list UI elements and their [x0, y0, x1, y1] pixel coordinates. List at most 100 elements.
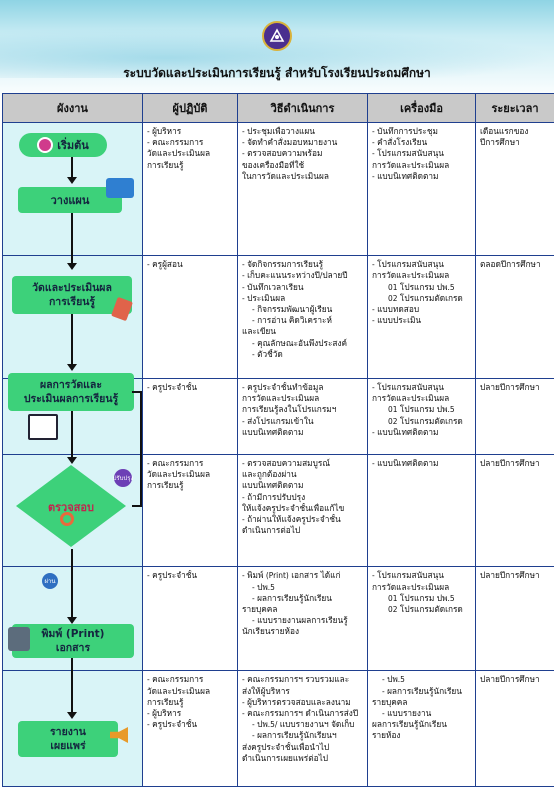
method-line: แบบนิเทศติดตาม	[242, 480, 304, 491]
method-cell: - ครูประจำชั้นทำข้อมูลการวัดและประเมินผล…	[237, 378, 368, 455]
time-line: ตลอดปีการศึกษา	[480, 259, 541, 270]
actor-cell: - ผู้บริหาร- คณะกรรมการวัดและประเมินผลกา…	[142, 121, 238, 257]
actor-line: การเรียนรู้	[147, 480, 184, 491]
method-line: รายบุคคล	[242, 603, 278, 614]
method-line: - ประเมินผล	[242, 292, 286, 303]
actor-line: การเรียนรู้	[147, 696, 184, 707]
header-flowchart: ผังงาน	[2, 93, 143, 123]
tools-line: การวัดและประเมินผล	[372, 270, 450, 281]
tools-line: - โปรแกรมสนับสนุน	[372, 259, 444, 270]
connector	[71, 658, 73, 714]
emblem-icon	[269, 28, 285, 42]
actor-cell: - คณะกรรมการวัดและประเมินผลการเรียนรู้	[142, 453, 238, 568]
method-line: - ปพ.5/ แบบรายงานฯ จัดเก็บ	[252, 719, 355, 730]
tools-line: - ปพ.5	[382, 674, 405, 685]
actor-line: - ครูผู้สอน	[147, 259, 183, 270]
tools-line: - แบบนิเทศติดตาม	[372, 170, 439, 181]
method-line: ส่งครูประจำชั้นเพื่อนำไป	[242, 741, 330, 752]
tools-line: - โปรแกรมสนับสนุน	[372, 148, 444, 159]
tools-line: - คำสั่งโรงเรียน	[372, 137, 428, 148]
method-line: การเรียนรู้ลงในโปรแกรมฯ	[242, 404, 337, 415]
tools-cell: - ปพ.5- ผลการเรียนรู้นักเรียนรายบุคคล- แ…	[367, 670, 476, 787]
flow-print-label-1: พิมพ์ (Print)	[41, 628, 105, 640]
tools-line: - บันทึกการประชุม	[372, 126, 438, 136]
method-line: - คุณลักษณะอันพึงประสงค์	[252, 337, 348, 348]
method-line: - ครูประจำชั้นทำข้อมูล	[242, 382, 324, 392]
flow-report: รายงาน เผยแพร่	[18, 721, 118, 757]
flow-start-label: เริ่มต้น	[57, 139, 89, 152]
board-chart-icon	[28, 414, 58, 440]
flow-result-label-2: ประเมินผลการเรียนรู้	[23, 393, 119, 405]
method-line: และถูกต้องผ่าน	[242, 469, 297, 480]
method-line: และเขียน	[242, 326, 276, 337]
actor-line: วัดและประเมินผล	[147, 685, 211, 696]
tools-cell: - บันทึกการประชุม- คำสั่งโรงเรียน- โปรแก…	[367, 121, 476, 257]
connector	[71, 157, 73, 179]
tools-line: - แบบประเมิน	[372, 315, 422, 326]
time-line: ปลายปีการศึกษา	[480, 382, 540, 392]
time-cell: ปลายปีการศึกษา	[475, 670, 554, 787]
flow-measure-label-2: การเรียนรู้	[48, 296, 96, 308]
pass-badge: ผ่าน	[42, 573, 58, 589]
method-line: - บันทึกเวลาเรียน	[242, 281, 304, 292]
connector	[71, 549, 73, 619]
flow-check-label: ตรวจสอบ	[48, 501, 94, 514]
header-method: วิธีดำเนินการ	[237, 93, 368, 123]
method-line: ของเครื่องมือที่ใช้	[242, 159, 305, 170]
time-cell: ปลายปีการศึกษา	[475, 378, 554, 455]
tools-line: 02 โปรแกรมตัดเกรด	[388, 415, 463, 426]
flow-report-label-2: เผยแพร่	[50, 740, 86, 752]
tools-line: การวัดและประเมินผล	[372, 393, 450, 404]
tools-line: รายบุคคล	[372, 696, 408, 707]
actor-cell: - ครูผู้สอน	[142, 255, 238, 379]
arrow	[67, 617, 77, 624]
time-line: ปีการศึกษา	[480, 137, 520, 148]
flow-print-label-2: เอกสาร	[55, 642, 91, 654]
method-line: ดำเนินการเผยแพร่ต่อไป	[242, 752, 329, 763]
method-line: - ตัวชี้วัด	[252, 348, 283, 359]
time-line: เดือนแรกของ	[480, 126, 529, 136]
time-line: ปลายปีการศึกษา	[480, 457, 540, 468]
connector	[71, 213, 73, 265]
flow-measure-label-1: วัดและประเมินผล	[32, 282, 112, 294]
method-line: - จัดทำคำสั่งมอบหมายงาน	[242, 137, 338, 148]
tools-line: การวัดและประเมินผล	[372, 581, 450, 592]
method-line: - พิมพ์ (Print) เอกสาร ได้แก่	[242, 570, 341, 581]
method-line: ดำเนินการต่อไป	[242, 525, 301, 536]
flow-plan: วางแผน	[18, 187, 122, 213]
method-line: - คณะกรรมการฯ รวบรวมและ	[242, 674, 350, 685]
method-line: - ถ้ามีการปรับปรุง	[242, 491, 306, 502]
flow-report-label-1: รายงาน	[50, 726, 86, 738]
method-cell: - ประชุมเพื่อวางแผน- จัดทำคำสั่งมอบหมายง…	[237, 121, 368, 257]
header-tools: เครื่องมือ	[367, 93, 476, 123]
method-cell: - คณะกรรมการฯ รวบรวมและส่งให้ผู้บริหาร- …	[237, 670, 368, 787]
actor-line: วัดและประเมินผล	[147, 469, 211, 480]
actor-line: - ครูประจำชั้น	[147, 382, 198, 392]
time-line: ปลายปีการศึกษา	[480, 674, 540, 685]
method-cell: - ตรวจสอบความสมบูรณ์และถูกต้องผ่านแบบนิเ…	[237, 453, 368, 568]
method-line: ในการวัดและประเมินผล	[242, 170, 329, 181]
method-line: - ตรวจสอบความสมบูรณ์	[242, 457, 331, 468]
table-row: - ครูประจำชั้น- ครูประจำชั้นทำข้อมูลการว…	[2, 378, 554, 455]
header-actor: ผู้ปฏิบัติ	[142, 93, 238, 123]
actor-cell: - ครูประจำชั้น	[142, 566, 238, 672]
actor-line: - ผู้บริหาร	[147, 708, 182, 719]
feedback-line	[132, 391, 142, 507]
tools-line: 01 โปรแกรม ปพ.5	[388, 404, 455, 415]
time-cell: เดือนแรกของปีการศึกษา	[475, 121, 554, 257]
flow-result-label-1: ผลการวัดและ	[39, 379, 103, 391]
magnifier-icon	[60, 512, 74, 526]
actor-line: - ครูประจำชั้น	[147, 570, 198, 581]
method-line: - ผลการเรียนรู้นักเรียน	[252, 592, 332, 603]
connector	[71, 314, 73, 366]
method-line: ให้แจ้งครูประจำชั้นเพื่อแก้ไข	[242, 502, 345, 513]
fix-badge: ปรับปรุง	[113, 469, 133, 487]
tools-line: - โปรแกรมสนับสนุน	[372, 382, 444, 392]
arrow	[67, 263, 77, 270]
tools-line: การวัดและประเมินผล	[372, 159, 450, 170]
method-line: แบบนิเทศติดตาม	[242, 426, 304, 437]
arrow	[67, 177, 77, 184]
method-line: - ประชุมเพื่อวางแผน	[242, 126, 315, 136]
actor-line: การเรียนรู้	[147, 159, 184, 170]
